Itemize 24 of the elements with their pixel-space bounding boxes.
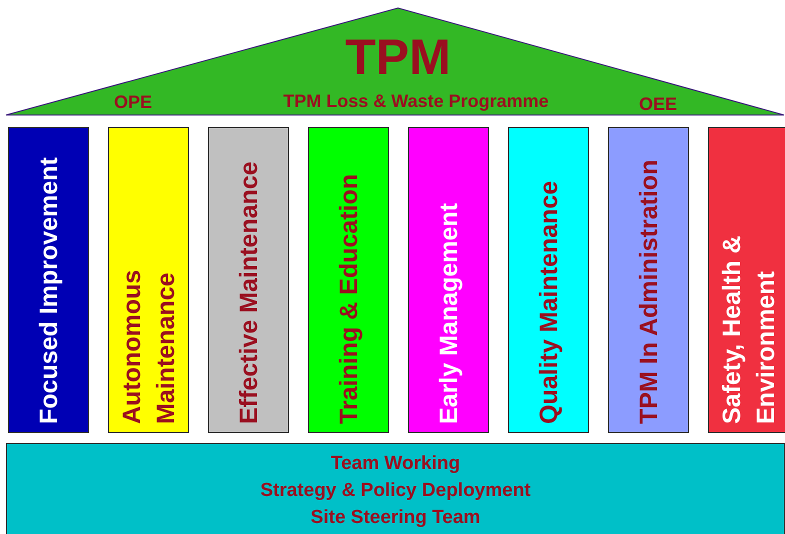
foundation-band: [6, 443, 785, 534]
roof-title: TPM: [345, 28, 451, 86]
roof-label: OPE: [114, 92, 152, 113]
pillar: [708, 127, 785, 433]
pillar: [508, 127, 589, 433]
pillar-label: Early Management: [434, 202, 464, 426]
foundation-label: Strategy & Policy Deployment: [260, 479, 531, 503]
pillar-label: TPM In Administration: [634, 158, 664, 426]
pillar: [408, 127, 489, 433]
foundation-label: Site Steering Team: [310, 506, 480, 530]
pillar: [308, 127, 389, 433]
pillar: [608, 127, 689, 433]
pillar-label: Safety, Health & Environment: [716, 234, 780, 426]
pillar-label: Training & Education: [334, 172, 364, 426]
foundation-label: Team Working: [330, 452, 460, 476]
pillar-label: Focused Improvement: [34, 156, 64, 426]
pillar-label: Quality Maintenance: [534, 180, 564, 426]
pillar: [208, 127, 289, 433]
pillar-label: Effective Maintenance: [234, 160, 264, 426]
pillar: [8, 127, 89, 433]
pillar: [108, 127, 189, 433]
roof-label: TPM Loss & Waste Programme: [283, 91, 549, 112]
roof-label: OEE: [639, 94, 677, 115]
pillar-label: Autonomous Maintenance: [116, 268, 180, 426]
